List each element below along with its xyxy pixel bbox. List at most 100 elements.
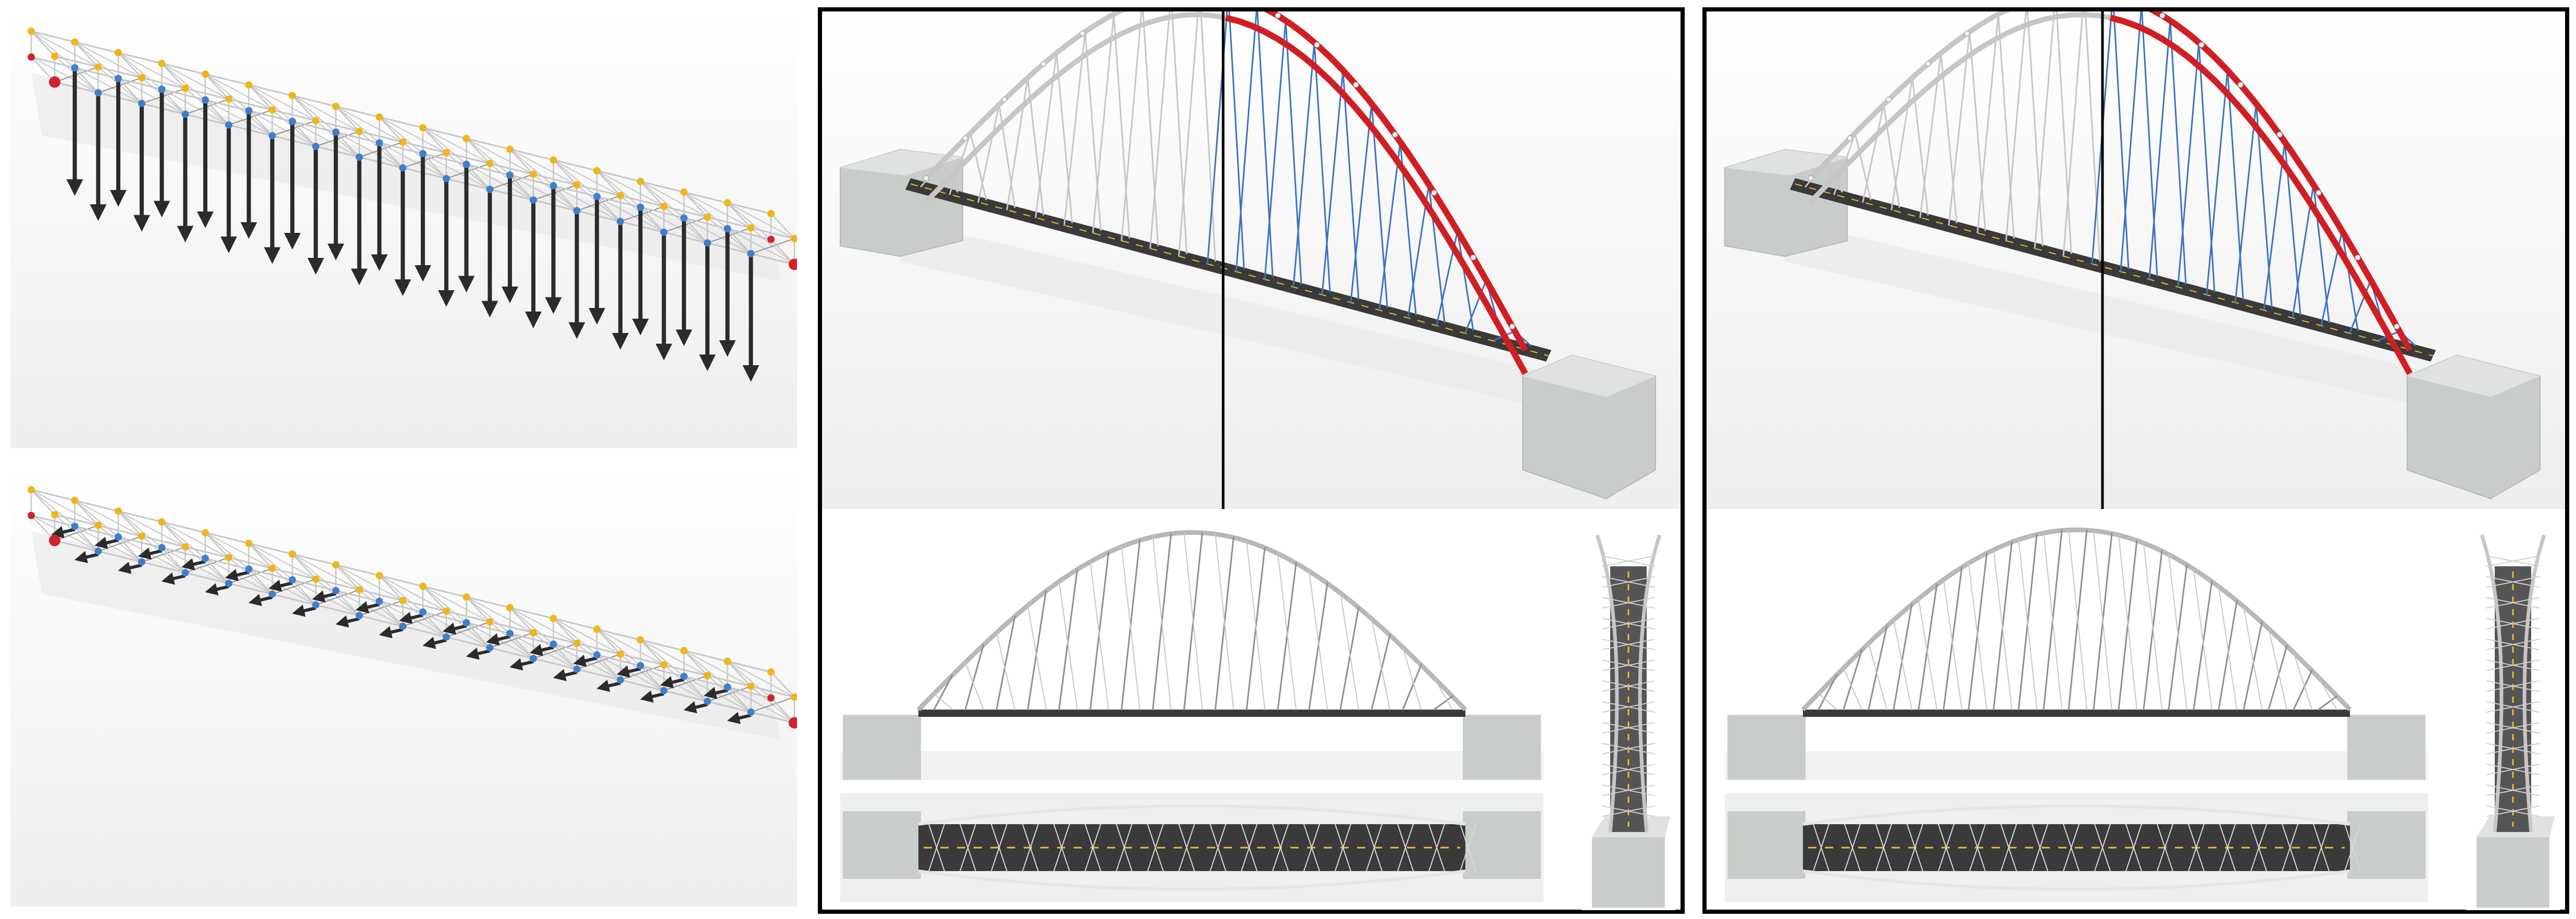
lateral-load-arrow [268, 579, 293, 592]
diagonal-member [553, 159, 621, 196]
node-blue [225, 121, 233, 129]
support-node [767, 694, 775, 702]
arch-rib [2522, 534, 2546, 833]
bridge-plan-view [1725, 793, 2428, 902]
lateral-load-arrow [312, 590, 337, 603]
ground-strip [840, 751, 1544, 780]
node-yellow [268, 106, 276, 114]
hanger-member [1402, 647, 1422, 710]
hanger-member [1918, 583, 1938, 711]
bracing-member [2486, 555, 2540, 567]
cross-member [509, 632, 534, 660]
right-abutment [2347, 715, 2425, 780]
lateral-load-arrow [161, 572, 186, 585]
node-yellow [616, 192, 624, 200]
hanger-member [1142, 11, 1159, 246]
abutment [1592, 837, 1665, 908]
chord-member [596, 170, 641, 182]
node-yellow [51, 511, 58, 518]
arch-rib [2480, 534, 2504, 833]
lateral-load-arrow [138, 547, 163, 560]
bracing-member [1813, 824, 1830, 872]
bracing-member [1907, 824, 1923, 872]
node-yellow [660, 661, 668, 669]
arch-rib-plan [918, 870, 1466, 891]
chord-member [726, 228, 772, 240]
diagonal-member [248, 84, 293, 122]
chord-member [248, 109, 293, 122]
diagonal-member [205, 557, 273, 595]
bracing-member [1428, 824, 1445, 872]
node-blue [529, 654, 537, 662]
node-yellow [486, 618, 494, 626]
cross-member [683, 191, 708, 218]
chord-member [228, 98, 273, 111]
chord-member [271, 109, 317, 122]
bracing-member [2486, 680, 2540, 692]
bracing-member [2125, 824, 2142, 872]
joint-node [2276, 131, 2283, 138]
hanger-member [1178, 11, 1199, 257]
node-blue [593, 193, 601, 201]
joint-node [1119, 11, 1124, 13]
diagonal-member [205, 73, 250, 111]
hanger-member [2268, 628, 2287, 710]
left-abutment [1727, 811, 1806, 879]
diagonal-member [596, 628, 641, 666]
node-yellow [463, 593, 470, 601]
node-yellow [550, 615, 557, 623]
node-yellow [115, 49, 122, 57]
bracing-member [1602, 555, 1655, 567]
lateral-load-arrow [703, 687, 728, 699]
bracing-member [1602, 722, 1655, 734]
chord-member [683, 191, 728, 204]
diagonal-member [596, 170, 665, 207]
node-blue [181, 569, 189, 577]
hanger-member [1092, 13, 1115, 234]
chord-member [422, 585, 467, 598]
ground-strip [1725, 751, 2428, 780]
chord-member [248, 568, 293, 581]
node-blue [573, 207, 581, 215]
bracing-member [1875, 824, 1892, 872]
hanger-member [2243, 606, 2262, 710]
diagonal-member [422, 586, 491, 623]
bracing-member [1272, 824, 1289, 872]
cross-member [291, 120, 317, 147]
joint-node [2316, 190, 2322, 196]
bridge-perspective-view [822, 11, 1681, 509]
chord-member [465, 163, 511, 176]
chord-member [750, 711, 795, 724]
chord-member [161, 88, 206, 101]
hanger-member [1171, 11, 1188, 254]
hanger-member [1264, 19, 1287, 280]
diagonal-member [509, 148, 578, 186]
bridge-panel-1 [818, 7, 1685, 914]
cross-member [248, 542, 273, 569]
diagonal-member [74, 500, 119, 538]
diagonal-member [379, 116, 447, 154]
node-blue [268, 132, 276, 140]
lateral-load-arrow [181, 558, 206, 570]
chord-member [161, 547, 206, 560]
hanger-member [2026, 11, 2044, 246]
node-yellow [463, 134, 470, 142]
arch-rib-plan [1802, 804, 2350, 826]
diagonal-member [683, 191, 728, 229]
lateral-load-arrow [292, 604, 316, 617]
diagonal-member [335, 131, 404, 169]
node-yellow [399, 597, 407, 604]
cross-member [770, 213, 795, 240]
diagonal-member [248, 84, 317, 121]
joint-node [1314, 42, 1320, 48]
cross-member [161, 89, 186, 115]
bridge-side-elevation-view [840, 527, 1544, 788]
node-yellow [158, 59, 166, 67]
bracing-member [1602, 764, 1655, 775]
joint-node [923, 175, 929, 181]
hanger-member [1113, 13, 1130, 239]
hanger-member [1843, 667, 1862, 710]
cross-member [466, 138, 491, 165]
cross-member [291, 579, 317, 606]
hanger-member [1235, 11, 1258, 272]
